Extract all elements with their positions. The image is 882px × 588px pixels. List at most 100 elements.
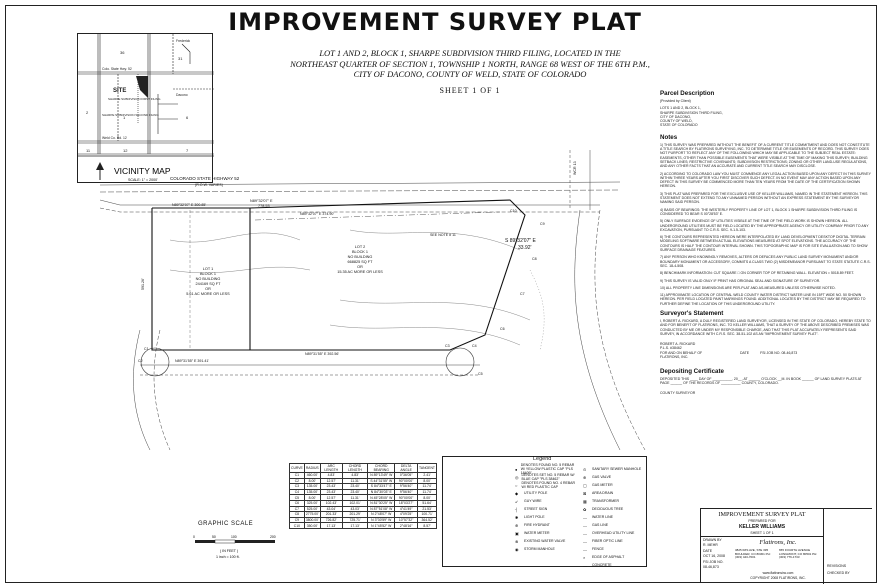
curve-cell: 21.53'	[417, 505, 437, 513]
vicinity-map-title: VICINITY MAP	[114, 166, 171, 176]
vmap-road-north: Colo. State Hwy. 52	[102, 67, 132, 71]
curve-label-c4: C4	[472, 344, 477, 348]
curve-cell: 23.43'	[319, 488, 343, 496]
curve-cell: N 45°28'05" W	[367, 494, 396, 501]
parcel-line: LOTS 1 AND 2, BLOCK 1,	[660, 106, 701, 111]
curve-cell: 8.00'	[417, 477, 437, 485]
north-arrow-icon	[96, 162, 104, 180]
legend-symbol-icon: ▣	[515, 530, 519, 536]
lot2-or: OR	[357, 265, 363, 269]
vmap-second-filing: SHARPE SUBDIVISION SECOND FILING	[102, 113, 159, 117]
lot2-block: BLOCK 1	[352, 250, 368, 254]
legend-symbol-icon: ▢	[583, 482, 587, 488]
depositing-signature: COUNTY SURVEYOR	[660, 391, 696, 396]
tb-plat: IMPROVEMENT SURVEY PLAT	[718, 511, 806, 518]
legend-symbol-icon: ⊙	[583, 466, 587, 472]
legend-symbol-icon: ⊗	[515, 538, 519, 544]
curve-cell: 43.04'	[319, 505, 343, 513]
scale-ratio: 1 inch = 100 ft.	[216, 555, 240, 559]
curve-label-c3: C3	[445, 344, 450, 348]
legend-item: ┤STREET SIGN	[515, 505, 575, 513]
tb-client: KELLER WILLIAMS	[738, 524, 786, 530]
depositing-text: DEPOSITED THIS ____ DAY OF __________, 2…	[660, 376, 862, 385]
curve-cell: N 89°13'49" W	[367, 472, 396, 479]
curve-cell: 11.74'	[417, 483, 437, 490]
legend-symbol-icon: ✱	[515, 514, 519, 520]
legend-symbol-icon: ⊕	[583, 474, 587, 480]
legend-item: ▣ WATER METER	[515, 529, 575, 537]
note-item: 5) ONLY SURFACE EVIDENCE OF UTILITIES VI…	[660, 219, 869, 232]
legend-label: STREET SIGN	[524, 507, 548, 511]
legend-symbol-icon: ×	[583, 554, 586, 560]
lot2-building: NO BUILDING	[348, 255, 373, 259]
curve-label-c7: C7	[520, 292, 525, 296]
legend-label: FENCE	[592, 547, 604, 551]
legend-symbol-icon: ◉	[515, 546, 519, 552]
note-item: 8) BENCHMARK INFORMATION: CUT SQUARE □ O…	[660, 271, 855, 276]
curve-label-c10: C10	[510, 209, 517, 213]
parcel-line: SHARPE SUBDIVISION THIRD FILING,	[660, 110, 723, 115]
curve-col-header: CHORD BEARING	[367, 463, 396, 473]
notes-list: 1) THIS SURVEY WAS PREPARED WITHOUT THE …	[660, 143, 872, 306]
graphic-scale: 0 50 100 200 ( IN FEET ) 1 inch = 100 ft…	[193, 535, 276, 559]
tb-web: www.flatironsinc.com	[762, 571, 794, 575]
legend-item: —OVERHEAD UTILITY LINE	[583, 529, 645, 537]
curve-cell: N 3°30'59" W	[367, 516, 396, 524]
parcel-line: CITY OF DACONO,	[660, 114, 692, 119]
lot1-area: 244169 SQ FT	[196, 282, 222, 286]
legend-item: ✱LIGHT POLE	[515, 513, 575, 521]
curve-cell: 11.74'	[417, 488, 437, 496]
scale-tick-50: 50	[212, 535, 216, 539]
legend-label: WATER METER	[524, 531, 550, 535]
curve-cell: 12.57'	[319, 494, 343, 501]
scale-tick-200: 200	[270, 535, 276, 539]
legend-title: Legend	[533, 456, 552, 462]
vmap-section-36: 36	[120, 50, 125, 55]
curve-col-header: ARC LENGTH	[319, 463, 343, 473]
legend-item: ⊙SANITARY SEWER MANHOLE	[583, 465, 645, 473]
curve-cell: N 84°30'03" E	[367, 488, 396, 496]
tb-job-value: 08-46,873	[703, 565, 719, 569]
vmap-section-6: 6	[186, 115, 189, 120]
plat-subtitle: LOT 1 AND 2, BLOCK 1, SHARPE SUBDIVISION…	[280, 48, 660, 80]
drawing-sheet	[5, 5, 877, 583]
tb-offices-2: 655 FOURTH AVENUE LONGMONT, CO 80501 PH:…	[779, 548, 818, 560]
surveyor-text: I, ROBERT A. RICKARD, A DULY REGISTERED …	[660, 318, 871, 336]
vicinity-map: 36 31 1 6 2 12 11 7 Colo. State Hwy. 52 …	[77, 33, 214, 183]
bearing-bottom: N89°31'55" E 392.56'	[305, 352, 339, 356]
legend-item: ◉STORM MANHOLE	[515, 545, 575, 553]
bearing-east: S 89°32'07" E	[505, 238, 537, 244]
tb-offices: 3825 IRIS AVE, STE 395 BOULDER, CO 80301…	[735, 548, 771, 560]
curve-cell: C10	[289, 522, 305, 529]
surveyor-signature: ROBERT A. RICKARD P.L.S. #38462 FOR AND …	[660, 342, 872, 363]
legend-label: OVERHEAD UTILITY LINE	[592, 531, 635, 535]
curve-cell: S 84°33'47" E	[367, 483, 396, 490]
curve-col-header: CHORD LENGTH	[341, 463, 369, 473]
subtitle-line-2: NORTHEAST QUARTER OF SECTION 1, TOWNSHIP…	[290, 58, 650, 69]
legend-item: ↙GUY WIRE	[515, 497, 575, 505]
tb-copyright: COPYRIGHT 2008 FLATIRONS, INC.	[750, 576, 806, 580]
scale-tick-0: 0	[193, 535, 195, 539]
tb-date-label: DATE	[703, 549, 713, 553]
legend-item: ○DENOTES FOUND NO. 4 REBAR W/ RED PLASTI…	[515, 481, 575, 489]
tb-company: Flatirons, Inc.	[759, 539, 797, 546]
lot1-label: LOT 1 BLOCK 1 NO BUILDING 244169 SQ FT O…	[186, 267, 230, 296]
legend-label: TRANSFORMER	[592, 499, 620, 503]
curve-cell: 525.00'	[303, 505, 321, 513]
plat-drawing: COLORADO STATE HIGHWAY 52 (R.O.W. VARIES…	[100, 150, 646, 450]
curve-cell: S 44°31'55" W	[367, 477, 396, 485]
tb-job-label: FSI JOB NO.	[703, 560, 724, 564]
vmap-town2: Frederick	[176, 39, 190, 43]
title-block: IMPROVEMENT SURVEY PLAT PREPARED FOR KEL…	[700, 508, 872, 584]
vmap-section-12: 12	[123, 148, 128, 153]
surveyor-date-label: DATE	[740, 351, 750, 356]
curve-cell: 2.41'	[417, 472, 437, 479]
vmap-road-county: Weld Co. Rd. 12	[102, 136, 127, 140]
legend-item: ⊕GAS VALVE	[583, 473, 645, 481]
curve-cell: 17.13'	[341, 522, 369, 529]
tb-sheet: SHEET 1 OF 1	[750, 531, 774, 535]
